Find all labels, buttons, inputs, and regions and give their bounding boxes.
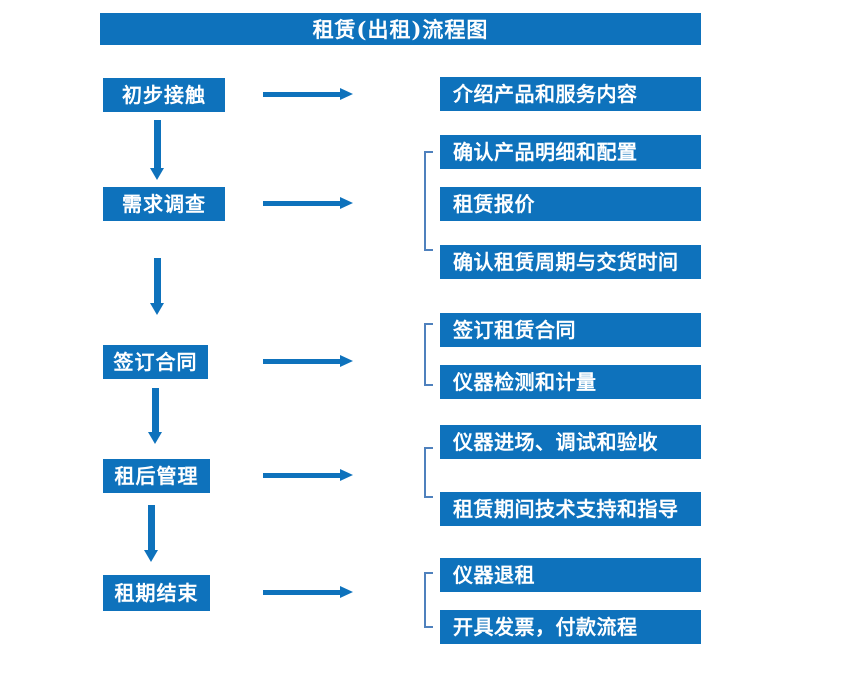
down-arrow-head — [148, 432, 162, 444]
right-arrow-head — [340, 355, 353, 367]
down-arrow-tail — [148, 505, 155, 550]
right-arrow-tail — [263, 473, 341, 478]
output-box-invoice-payment: 开具发票，付款流程 — [440, 610, 701, 644]
step-box-initial-contact: 初步接触 — [103, 78, 225, 112]
group-bracket-4 — [424, 447, 433, 498]
right-arrow-head — [340, 469, 353, 481]
output-box-confirm-rental-period: 确认租赁周期与交货时间 — [440, 245, 701, 279]
right-arrow-tail — [263, 590, 341, 595]
down-arrow-tail — [152, 388, 159, 432]
right-arrow-1 — [263, 88, 353, 101]
down-arrow-4 — [144, 505, 159, 562]
step-box-demand-survey: 需求调查 — [103, 187, 225, 221]
down-arrow-3 — [148, 388, 163, 444]
step-box-rental-end: 租期结束 — [103, 575, 210, 611]
output-box-instrument-setup: 仪器进场、调试和验收 — [440, 425, 701, 459]
down-arrow-1 — [150, 120, 165, 180]
down-arrow-head — [150, 168, 164, 180]
step-box-post-rental-management: 租后管理 — [103, 459, 210, 493]
down-arrow-tail — [154, 120, 161, 168]
step-box-sign-contract: 签订合同 — [103, 345, 208, 379]
right-arrow-tail — [263, 359, 341, 364]
output-box-sign-rental-contract: 签订租赁合同 — [440, 313, 701, 347]
group-bracket-5 — [424, 572, 433, 628]
right-arrow-tail — [263, 92, 341, 97]
right-arrow-5 — [263, 586, 353, 599]
down-arrow-head — [144, 550, 158, 562]
right-arrow-2 — [263, 197, 353, 210]
right-arrow-head — [340, 88, 353, 100]
flowchart-title: 租赁(出租)流程图 — [100, 13, 701, 45]
right-arrow-head — [340, 197, 353, 209]
output-box-instrument-return: 仪器退租 — [440, 558, 701, 592]
right-arrow-3 — [263, 355, 353, 368]
output-box-confirm-product-details: 确认产品明细和配置 — [440, 135, 701, 169]
group-bracket-3 — [424, 323, 433, 386]
output-box-rental-quotation: 租赁报价 — [440, 187, 701, 221]
output-box-instrument-testing: 仪器检测和计量 — [440, 365, 701, 399]
right-arrow-tail — [263, 201, 341, 206]
down-arrow-head — [150, 303, 164, 315]
down-arrow-tail — [154, 258, 161, 303]
output-box-technical-support: 租赁期间技术支持和指导 — [440, 492, 701, 526]
right-arrow-4 — [263, 469, 353, 482]
output-box-introduce-products: 介绍产品和服务内容 — [440, 77, 701, 111]
down-arrow-2 — [150, 258, 165, 315]
right-arrow-head — [340, 586, 353, 598]
group-bracket-2 — [424, 151, 433, 251]
